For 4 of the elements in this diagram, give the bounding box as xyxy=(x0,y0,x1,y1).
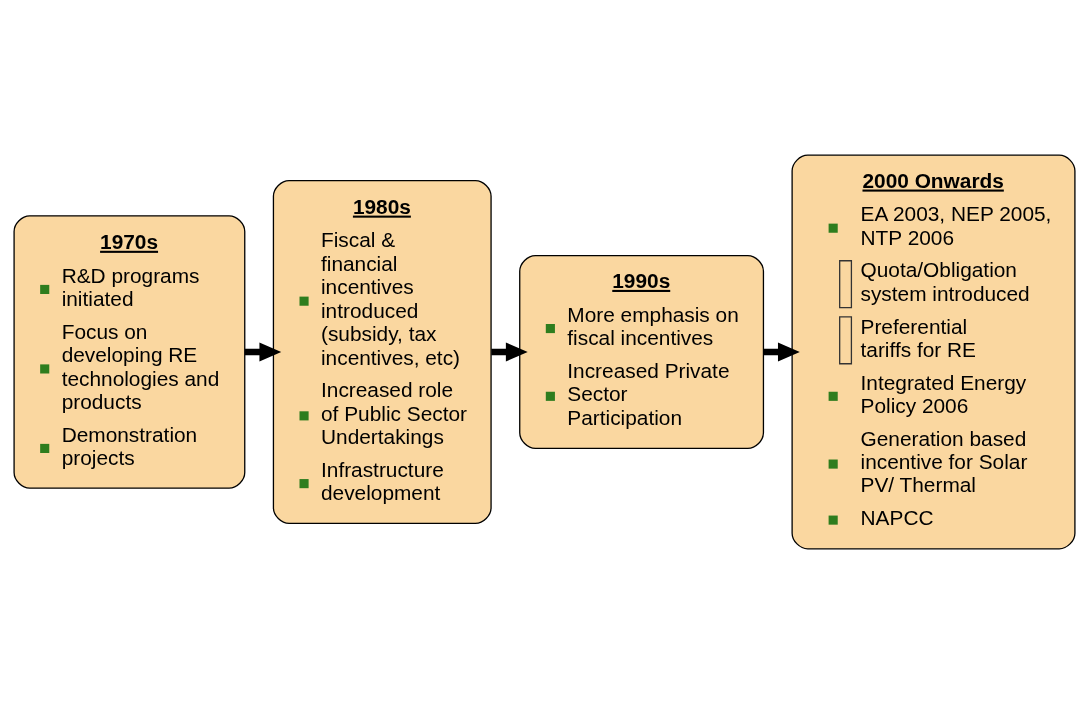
node-box: 1970s R&D programs initiated Focus on developing RE technologies and products Demonstration projects xyxy=(13,215,246,489)
node-box: 2000 Onwards EA 2003, NEP 2005, NTP 2006 Quota/Obligation system introduced Preferential tariffs for RE Integrated Energy Policy 2006 Generation based incentive for Solar PV/ Thermal NAPCC xyxy=(791,154,1076,550)
node-box: 1980s Fiscal & financial incentives introduced (subsidy, tax incentives, etc) Increased role of Public Sector Undertakings Infrastructure development xyxy=(272,180,492,524)
node-box: 1990s More emphasis on fiscal incentives Increased Private Sector Participation xyxy=(519,254,765,450)
